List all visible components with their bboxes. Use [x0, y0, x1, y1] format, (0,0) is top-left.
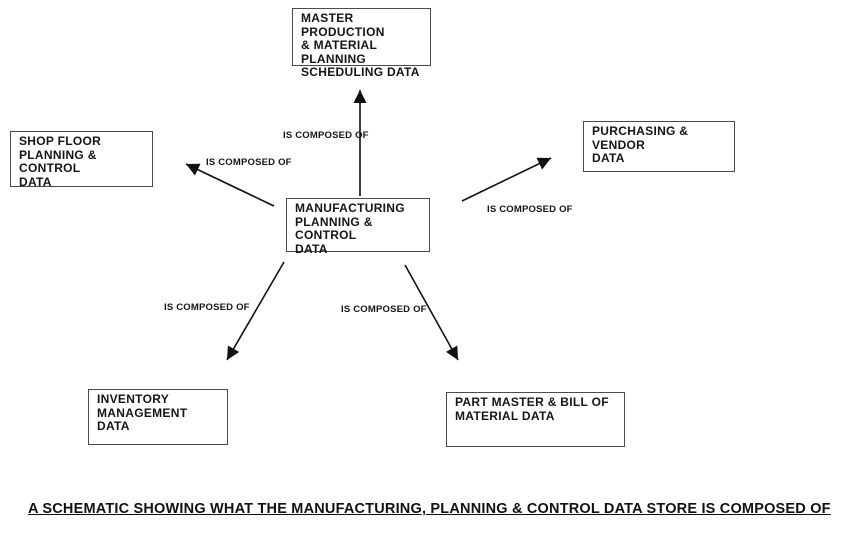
node-master-production-scheduling-data: MASTER PRODUCTION & MATERIAL PLANNING SC…: [292, 8, 431, 79]
node-purchasing-vendor-data: PURCHASING & VENDOR DATA: [583, 121, 735, 172]
node-shop-floor-planning-control-data: SHOP FLOOR PLANNING & CONTROL DATA: [10, 131, 153, 188]
arrow-center-to-left: [185, 163, 275, 207]
node-inventory-management-data: INVENTORY MANAGEMENT DATA: [88, 389, 228, 445]
edge-label-is-composed-of: IS COMPOSED OF: [283, 130, 369, 141]
edge-label-is-composed-of: IS COMPOSED OF: [341, 304, 427, 315]
node-manufacturing-planning-control-data: MANUFACTURING PLANNING & CONTROL DATA: [286, 198, 430, 255]
arrow-center-to-right: [461, 157, 552, 202]
node-label: MASTER PRODUCTION & MATERIAL PLANNING SC…: [301, 11, 420, 79]
edge-label-is-composed-of: IS COMPOSED OF: [206, 157, 292, 168]
node-label: PURCHASING & VENDOR DATA: [592, 124, 689, 165]
edge-label-is-composed-of: IS COMPOSED OF: [487, 204, 573, 215]
node-part-master-bill-of-material-data: PART MASTER & BILL OF MATERIAL DATA: [446, 392, 625, 447]
node-label: MANUFACTURING PLANNING & CONTROL DATA: [295, 201, 405, 256]
node-label: PART MASTER & BILL OF MATERIAL DATA: [455, 395, 609, 423]
diagram-caption: A SCHEMATIC SHOWING WHAT THE MANUFACTURI…: [28, 501, 831, 517]
edge-label-is-composed-of: IS COMPOSED OF: [164, 302, 250, 313]
node-label: SHOP FLOOR PLANNING & CONTROL DATA: [19, 134, 102, 189]
node-label: INVENTORY MANAGEMENT DATA: [97, 392, 188, 433]
